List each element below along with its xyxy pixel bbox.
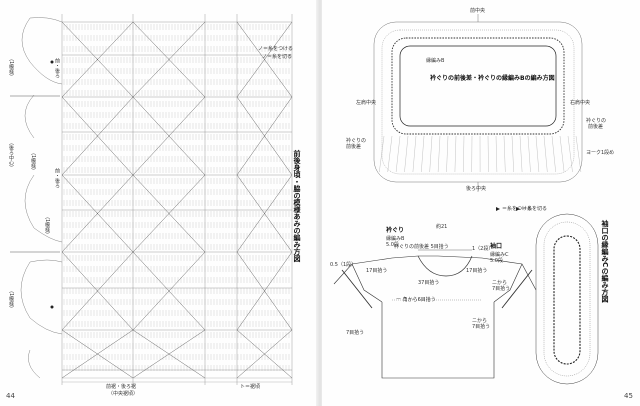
left-label-pattern-top: （1模様） [8,56,14,80]
body-pick-37: 37目拾う [418,280,440,286]
body-corner-a: ニから [492,280,508,286]
body-sleeve-edge: 縁編みC [490,252,509,258]
left-page-title: 前後身頃・脇の模様あみの編み方図 [293,150,301,262]
body-side-right: 1（2段） [472,246,494,252]
bottom-label-hem: 前裾・後ろ裾 [106,384,137,390]
neck-label-right-shoulder: 右肩中央 [570,100,591,106]
body-pick-17-left: 17目拾う [366,268,388,274]
body-front-note: ー 角から6目拾う [396,297,436,303]
right-page: 前中央 縁編みB 衿ぐりの前後差・衿ぐりの縁編みBの編み方図 左肩中央 右肩中央… [322,0,640,406]
legend-attach-yarn: ノ＝糸をつける [258,46,294,52]
bottom-label-center-hem: （中央裾頃） [108,391,139,397]
neck-note-right-a: 衿ぐりの [586,118,607,124]
body-corner-d: 7目拾う [472,324,491,330]
body-neck-pick: 衿ぐりの前後差 5目拾う [394,244,449,250]
neck-note-right-b: 前後差 [588,124,604,130]
neck-label-yoke: ヨーク1段め [586,150,615,156]
left-page: ノ＝糸をつける ノ＝糸を切る （1模様） 前・後ろ （後ろ中心） （1模様） 前… [0,0,318,406]
body-corner-b: 7目拾う [492,286,511,292]
body-pick-left-bottom: 7目拾う [346,330,365,336]
right-diagrams-graphic [333,14,599,385]
neck-label-left-shoulder: 左肩中央 [356,100,377,106]
left-label-pattern-mid: （1模様） [30,150,36,174]
neck-note-left-a: 衿ぐりの [346,138,367,144]
legend-cut: ＝糸を切る [522,206,548,212]
left-chart-graphic [10,14,293,385]
body-sleeve-label: 袖口 [490,243,503,250]
body-side-left: 0.5（1段） [330,262,357,268]
body-sleeve-rows: 5.0段 [490,258,503,264]
left-label-front-back-mid: 前・後ろ [54,168,60,188]
page-number-right: 45 [624,392,633,400]
body-neck-label: 衿ぐり [386,227,405,234]
legend-attach: ＝糸をつける [502,206,533,212]
body-width-top: 約21 [436,224,448,230]
body-neck-edge: 縁編みB [386,236,405,242]
legend-cut-yarn: ノ＝糸を切る [262,54,293,60]
body-corner-c: ニから [472,318,488,324]
cuff-chart-title: 袖口の縁編みCの編み方図 [601,220,609,303]
left-label-pattern-bottom: （1模様） [8,288,14,312]
bottom-label-hem-short: ト＝裾頃 [240,384,261,390]
left-label-front-back-top: 前・後ろ [54,58,60,78]
neck-note-left-b: 前後差 [346,144,362,150]
body-pick-17-right: 17目拾う [466,268,488,274]
page-number-left: 44 [6,392,15,400]
neck-label-front-center: 前中央 [470,8,486,14]
left-label-back-center: （後ろ中心） [8,140,14,170]
neck-label-back-center: 後ろ中央 [466,186,487,192]
book-gutter [316,0,324,406]
neck-label-edge-b: 縁編みB [426,58,445,64]
neck-chart-title: 衿ぐりの前後差・衿ぐりの縁編みBの編み方図 [430,75,555,82]
body-neck-rows: 5.0段 [386,242,399,248]
left-label-pattern-low: （1模様） [44,214,50,238]
